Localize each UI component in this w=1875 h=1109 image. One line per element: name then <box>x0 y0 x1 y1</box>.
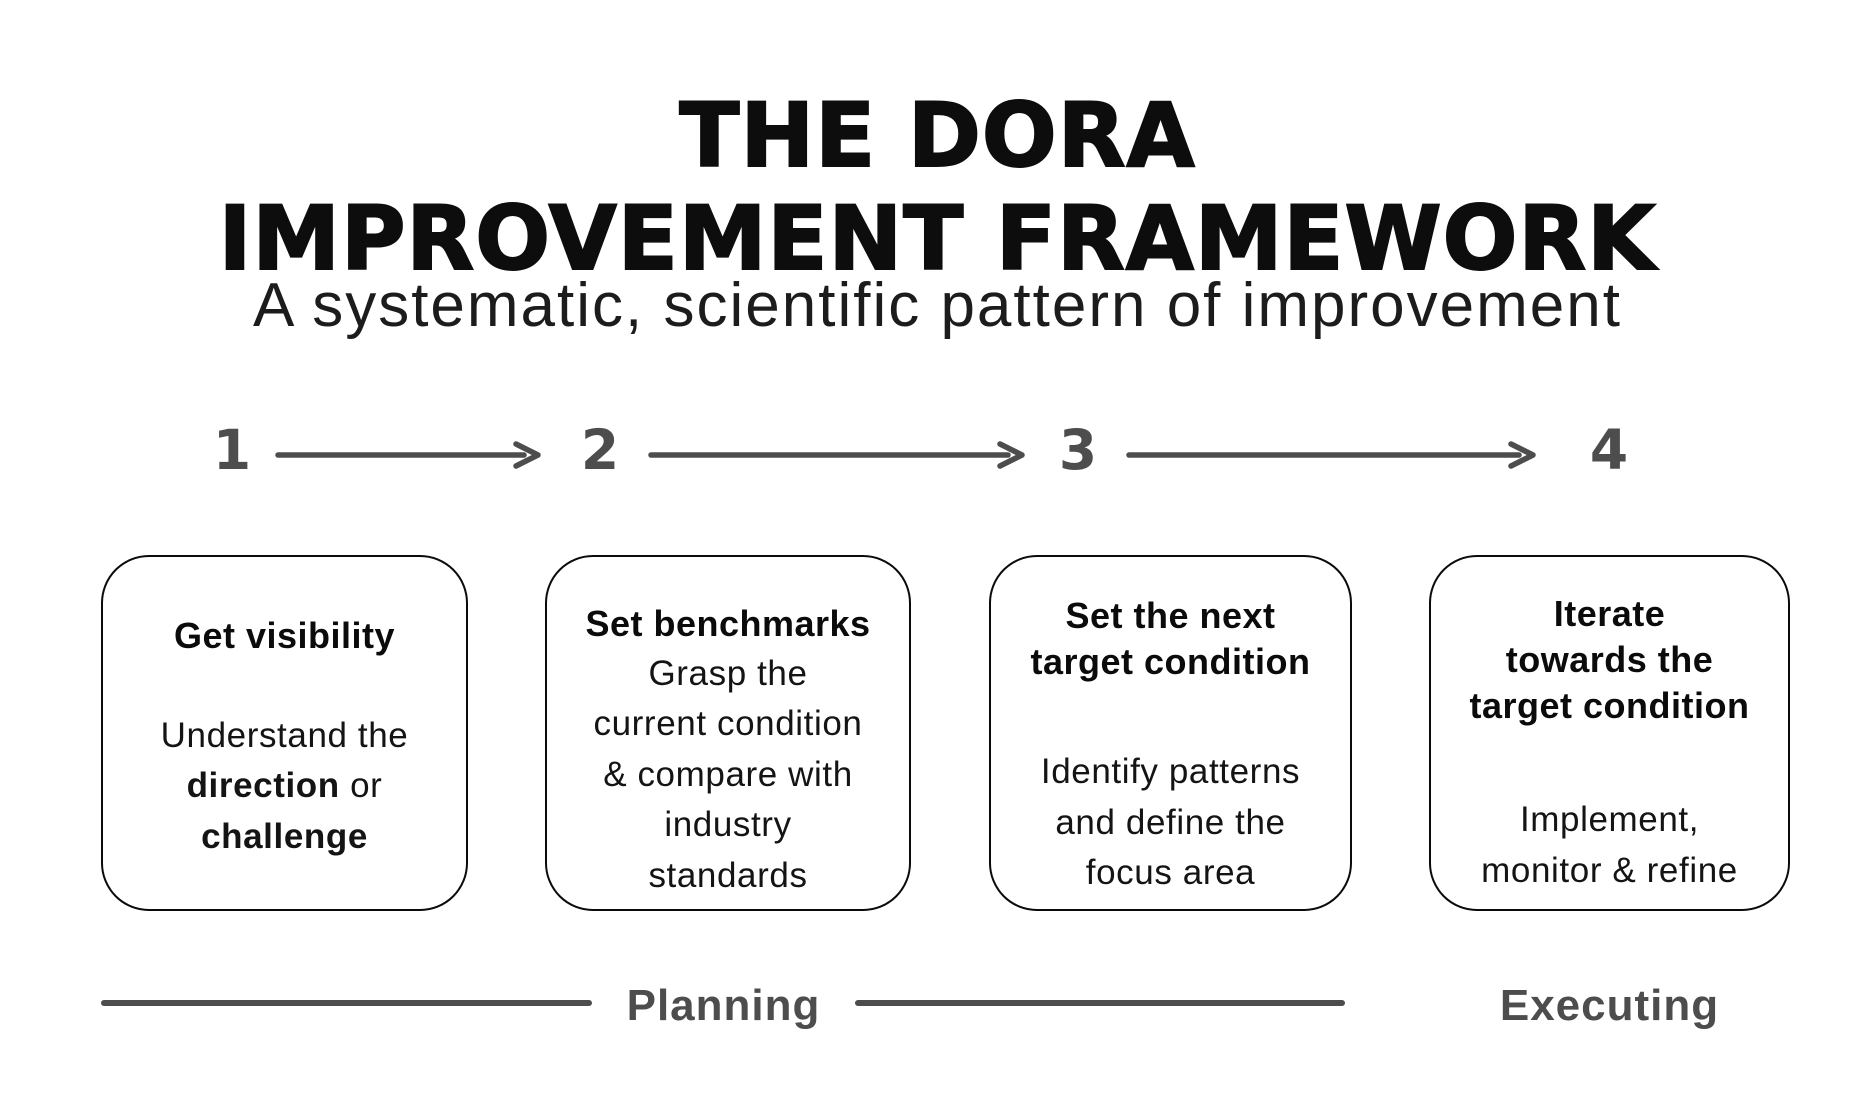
phase-label-executing: Executing <box>1499 981 1720 1030</box>
step-number-1: 1 <box>212 418 252 482</box>
page-title: THE DORA IMPROVEMENT FRAMEWORK <box>0 83 1875 291</box>
step-card-title: Iterate towards the target condition <box>1469 593 1750 727</box>
step-number-2: 2 <box>580 418 620 482</box>
page-title-line1: THE DORA <box>678 83 1196 188</box>
step-card-title: Set benchmarks <box>585 603 871 644</box>
step-number-4: 4 <box>1589 418 1629 482</box>
step-card-description: Understand the direction or challenge <box>160 716 409 856</box>
step-card-description: Identify patterns and define the focus a… <box>1040 752 1301 892</box>
step-card-title: Get visibility <box>173 615 396 656</box>
step-card-description: Implement, monitor & refine <box>1481 800 1738 890</box>
phase-label-planning: Planning <box>626 981 821 1030</box>
arrow-right-icon <box>1125 440 1537 470</box>
step-card-set-next-target-condition: Set the next target condition Identify p… <box>989 555 1352 911</box>
step-card-get-visibility: Get visibility Understand the direction … <box>101 555 468 911</box>
planning-line-left <box>101 1000 592 1006</box>
step-card-description: Grasp the current condition & compare wi… <box>593 654 863 895</box>
step-card-title: Set the next target condition <box>1030 595 1311 683</box>
step-number-3: 3 <box>1058 418 1098 482</box>
arrow-right-icon <box>647 440 1026 470</box>
step-card-iterate-towards-target: Iterate towards the target condition Imp… <box>1429 555 1790 911</box>
page-subtitle: A systematic, scientific pattern of impr… <box>253 271 1622 340</box>
step-card-set-benchmarks: Set benchmarks Grasp the current conditi… <box>545 555 911 911</box>
planning-line-right <box>855 1000 1345 1006</box>
page-title-line2: IMPROVEMENT FRAMEWORK <box>218 186 1657 291</box>
arrow-right-icon <box>274 440 542 470</box>
